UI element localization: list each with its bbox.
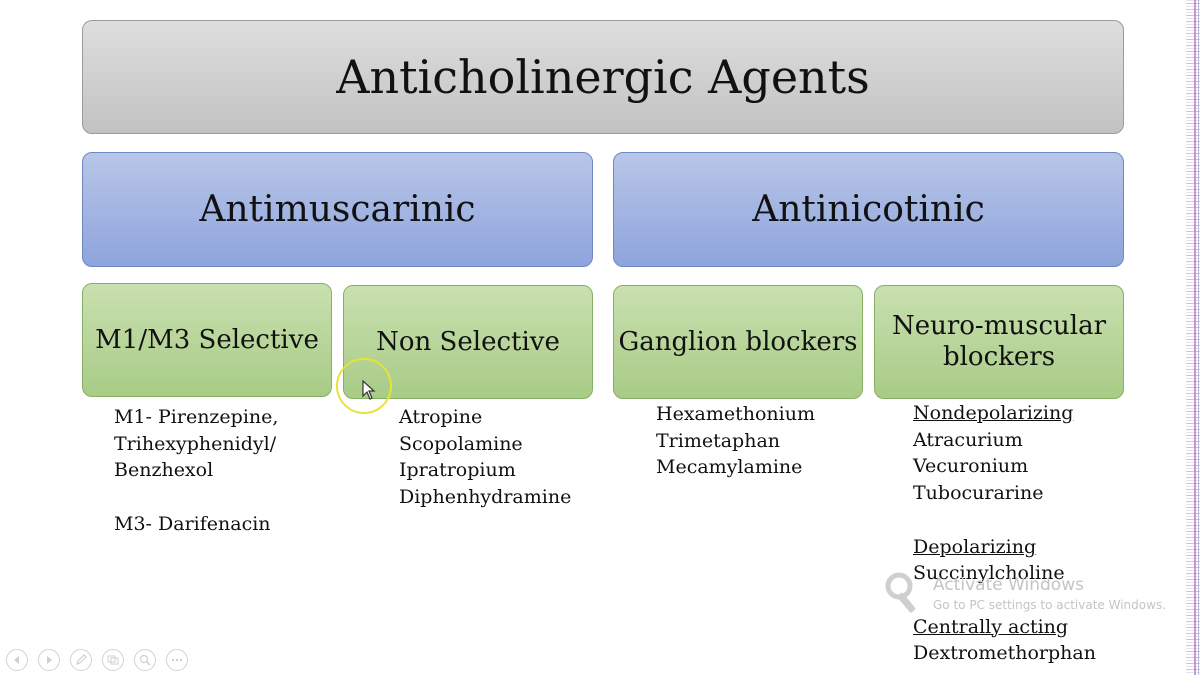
pen-icon[interactable] — [70, 649, 92, 671]
neuromuscular-label-line1: Neuro-muscular — [891, 311, 1107, 341]
list-m1m3-drugs: M1- Pirenzepine, Trihexyphenidyl/ Benzhe… — [114, 404, 278, 538]
list-item: Mecamylamine — [656, 456, 803, 479]
list-item: Tubocurarine — [913, 482, 1044, 505]
screen-edge-line-secondary — [1198, 0, 1199, 675]
zoom-icon[interactable] — [134, 649, 156, 671]
neuromuscular-label-line2: blockers — [942, 342, 1056, 372]
list-item: Hexamethonium — [656, 403, 815, 425]
screen-edge-strip — [1186, 0, 1200, 675]
list-item: Trimetaphan — [656, 429, 781, 452]
prev-icon[interactable] — [6, 649, 28, 671]
list-neuromuscular-drugs: Nondepolarizing Atracurium Vecuronium Tu… — [913, 400, 1096, 667]
more-icon[interactable] — [166, 649, 188, 671]
pointer-highlight-ring — [336, 358, 392, 414]
list-item: M1- Pirenzepine, — [114, 406, 279, 428]
list-item: Atracurium — [913, 428, 1023, 451]
list-item: M3- Darifenacin — [114, 512, 271, 535]
list-item: Dextromethorphan — [913, 642, 1096, 665]
list-item: Vecuronium — [913, 455, 1029, 478]
list-spacer — [114, 484, 278, 511]
list-nonselective-drugs: Atropine Scopolamine Ipratropium Diphenh… — [399, 404, 571, 511]
list-item: Benzhexol — [114, 459, 214, 482]
list-item: Ipratropium — [399, 459, 516, 482]
list-item: Trihexyphenidyl/ — [114, 432, 277, 455]
list-item: Atropine — [399, 406, 483, 428]
category-antimuscarinic: Antimuscarinic — [82, 152, 593, 267]
slideshow-controls — [6, 649, 188, 671]
subcategory-m1m3-selective: M1/M3 Selective — [82, 283, 332, 397]
watermark-title: Activate Windows — [933, 575, 1084, 595]
category-antinicotinic: Antinicotinic — [613, 152, 1124, 267]
nondepolarizing-heading: Nondepolarizing — [913, 402, 1074, 424]
depolarizing-heading: Depolarizing — [913, 535, 1037, 558]
next-icon[interactable] — [38, 649, 60, 671]
watermark-subtitle: Go to PC settings to activate Windows. — [933, 598, 1167, 612]
cursor-arrow-icon — [362, 380, 376, 400]
key-icon — [885, 572, 916, 613]
list-item: Diphenhydramine — [399, 486, 572, 509]
list-ganglion-drugs: Hexamethonium Trimetaphan Mecamylamine — [656, 401, 815, 481]
slide-title: Anticholinergic Agents — [82, 20, 1124, 134]
slides-icon[interactable] — [102, 649, 124, 671]
screen-edge-line — [1194, 0, 1196, 675]
subcategory-neuromuscular-blockers: Neuro-muscular blockers — [874, 285, 1124, 399]
list-item: Scopolamine — [399, 432, 523, 455]
centrally-acting-heading: Centrally acting — [913, 615, 1069, 638]
list-spacer — [913, 507, 1096, 534]
list-item: Succinylcholine — [913, 562, 1065, 585]
subcategory-ganglion-blockers: Ganglion blockers — [613, 285, 863, 399]
